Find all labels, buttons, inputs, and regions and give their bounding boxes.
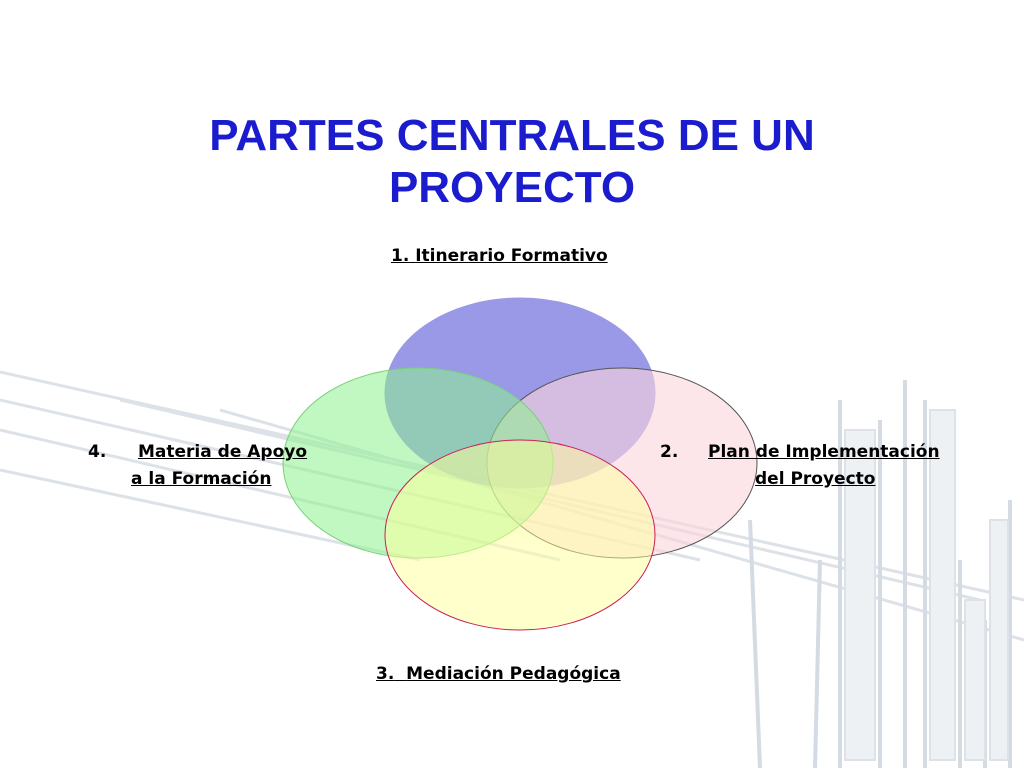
label-plan-implementacion: 2.Plan de Implementación del Proyecto <box>660 439 940 493</box>
ellipse-mediacion-pedagogica <box>384 439 656 631</box>
label-itinerario-formativo: 1. Itinerario Formativo <box>391 246 608 266</box>
label-number: 2. <box>660 442 679 462</box>
label-number: 4. <box>88 442 107 462</box>
label-mediacion-pedagogica: 3. Mediación Pedagógica <box>376 664 621 684</box>
slide-title: PARTES CENTRALES DE UN PROYECTO <box>209 111 815 212</box>
label-materia-apoyo: 4.Materia de Apoyo a la Formación <box>88 439 307 493</box>
